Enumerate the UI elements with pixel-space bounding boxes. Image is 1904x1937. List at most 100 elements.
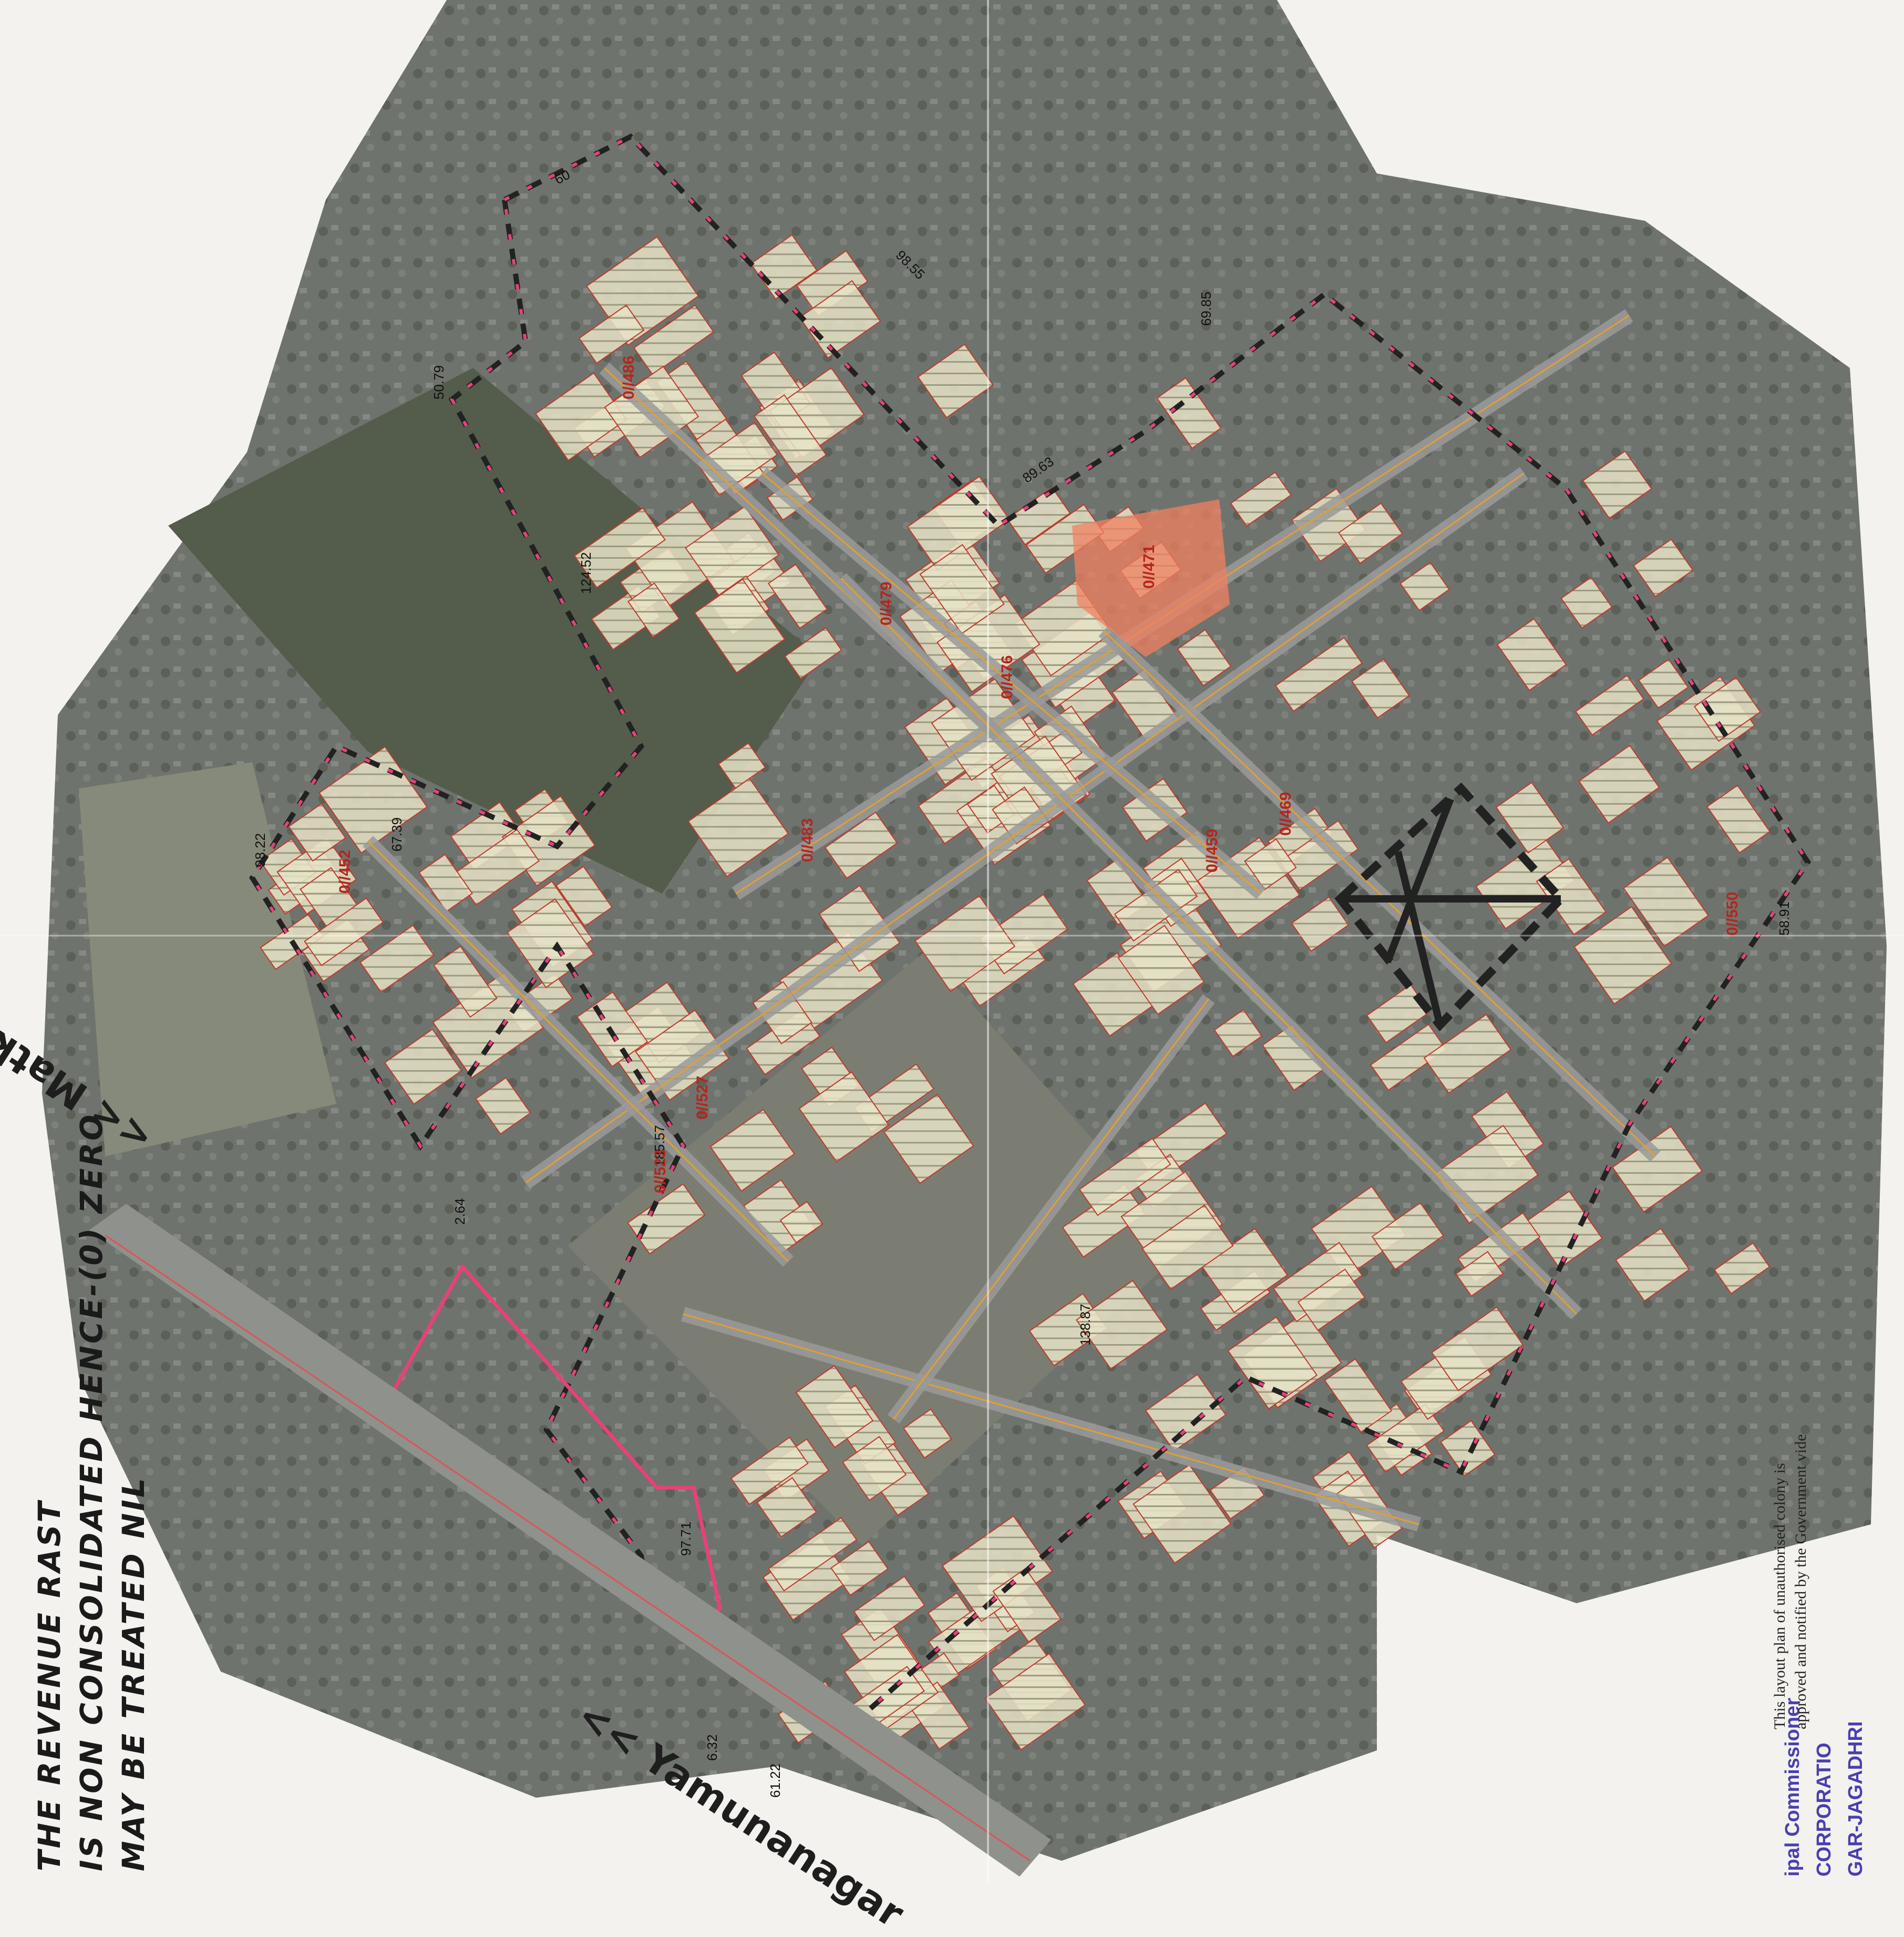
plot-block — [717, 742, 766, 789]
plot-block — [1582, 450, 1652, 519]
plot-block — [709, 1109, 795, 1192]
plot-block — [433, 945, 498, 1018]
dimension-label: 50.79 — [431, 365, 447, 399]
dimension-label: 58.91 — [1776, 901, 1792, 936]
plot-block — [627, 582, 680, 638]
plot-block — [914, 895, 1016, 992]
plot-block — [1338, 502, 1403, 564]
plot-block — [1156, 377, 1222, 449]
plot-block — [573, 507, 666, 589]
plot-block — [1633, 538, 1694, 598]
plot-block — [635, 1009, 730, 1101]
plot-number: 0//476 — [999, 655, 1016, 699]
plot-block — [842, 1436, 907, 1501]
plot-number: 0//479 — [878, 581, 895, 626]
plot-block — [1279, 819, 1359, 891]
plot-block — [756, 1477, 817, 1538]
plot-block — [1297, 1268, 1366, 1331]
plot-block — [1578, 744, 1660, 824]
dimension-label: 124.52 — [578, 552, 594, 594]
road-red-line — [105, 1234, 1031, 1862]
plot-block — [919, 544, 1005, 634]
stamp-line-2: CORPORATIO — [1813, 1743, 1835, 1877]
plot-block — [907, 476, 1011, 571]
deleted-area-cross — [1334, 782, 1567, 1032]
plot-block — [767, 563, 828, 629]
dimension-label: 138.87 — [1077, 1304, 1093, 1346]
footer-note-line-1: This layout plan of unauthorised colony … — [1771, 1463, 1788, 1729]
plot-block — [1141, 1204, 1234, 1290]
note-line-1: THE REVENUE RAST — [32, 1499, 67, 1871]
plot-block — [288, 803, 346, 862]
plot-block — [1714, 1242, 1771, 1295]
plot-block — [1078, 1137, 1171, 1216]
plot-block — [1133, 1464, 1232, 1564]
dimension-label: 61.22 — [767, 1763, 783, 1798]
plot-block — [1573, 906, 1673, 1005]
plot-block — [555, 866, 613, 927]
plot-block — [687, 777, 789, 877]
stamp-line-3: GAR-JAGADHRI — [1845, 1721, 1867, 1877]
plot-block — [818, 885, 901, 972]
plot-block — [903, 1408, 953, 1459]
plot-block — [633, 304, 715, 375]
plot-block — [694, 578, 786, 674]
plot-block — [824, 811, 898, 879]
plot-number: 0//523 — [652, 1149, 669, 1193]
plot-block — [1574, 674, 1644, 736]
plot-block — [984, 1653, 1086, 1751]
plot-block — [1075, 1279, 1168, 1370]
plot-block — [1274, 637, 1363, 712]
plot-block — [1496, 618, 1567, 691]
plot-block — [384, 1028, 462, 1105]
plot-block — [1638, 658, 1689, 709]
plot-block — [1145, 1374, 1227, 1452]
dimension-label: 97.71 — [678, 1521, 694, 1556]
plot-number: 0//459 — [1203, 828, 1221, 873]
plot-block — [304, 897, 384, 967]
dimension-label: 98.22 — [252, 833, 268, 867]
dimension-label: 69.85 — [1198, 291, 1214, 326]
plot-number: 0//527 — [694, 1075, 711, 1120]
plot-block — [1117, 925, 1205, 1015]
field-south — [568, 951, 1188, 1545]
plot-number: 0//550 — [1724, 891, 1741, 936]
note-line-2: IS NON CONSOLIDATED HENCE-(0) ZERO — [74, 1112, 109, 1871]
plot-block — [1324, 1358, 1393, 1433]
road-centerline — [840, 577, 1578, 1315]
plot-block — [784, 627, 842, 680]
layout-map — [42, 0, 1887, 1877]
plot-block — [798, 1071, 890, 1163]
plot-block — [1213, 1009, 1263, 1058]
plot-block — [1291, 896, 1350, 952]
plot-number: 0//471 — [1140, 545, 1158, 589]
plot-block — [1244, 838, 1297, 890]
plot-block — [1560, 577, 1613, 629]
colony-boundary-pink — [250, 135, 1810, 1737]
plot-block — [1399, 561, 1450, 611]
plot-block — [1230, 472, 1292, 527]
dimension-label: 67.39 — [389, 817, 405, 852]
plot-block — [917, 343, 994, 418]
highlighted-plot — [1072, 499, 1230, 657]
plot-block — [1623, 856, 1709, 947]
plot-block — [359, 924, 435, 993]
plot-block — [730, 1436, 809, 1505]
plot-block — [1351, 658, 1411, 719]
internal-roads — [363, 309, 1661, 1532]
main-road — [89, 1204, 1051, 1877]
plot-block — [1615, 1227, 1691, 1302]
plot-block — [1475, 837, 1576, 930]
road-centerline — [892, 998, 1210, 1420]
plot-block — [578, 304, 645, 364]
road-centerline — [761, 472, 1262, 895]
plot-number: 0//486 — [620, 355, 637, 399]
plot-block — [1694, 677, 1762, 742]
note-line-3: MAY BE TREATED NIL — [116, 1476, 151, 1871]
plot-block — [1370, 1023, 1447, 1091]
plot-block — [1431, 1306, 1524, 1391]
plot-block — [475, 1077, 531, 1135]
road-centerline — [1103, 630, 1656, 1157]
footer-note-line-2: approved and notified by the Government … — [1792, 1434, 1809, 1729]
dimension-label: 2.64 — [452, 1198, 468, 1225]
